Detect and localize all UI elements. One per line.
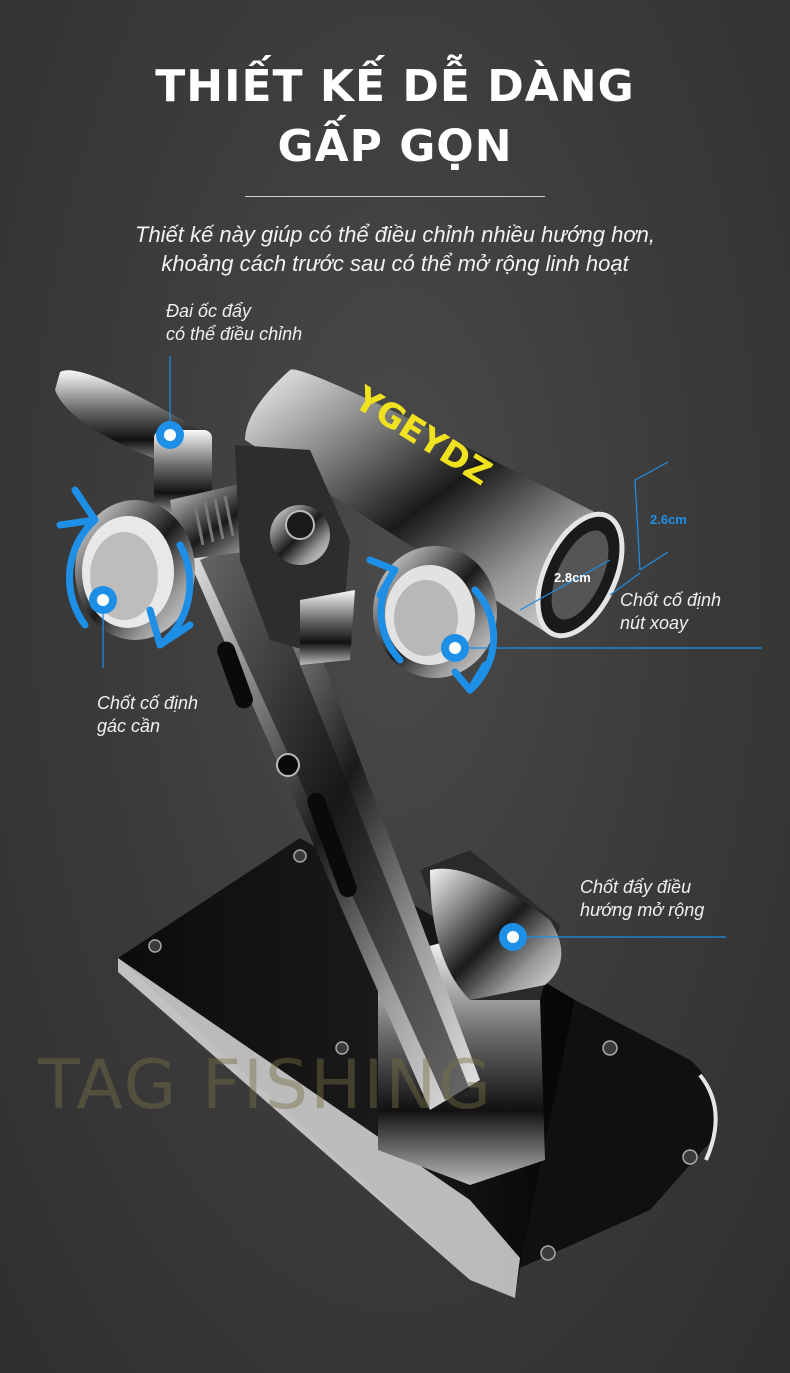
callout-knob-pin: Chốt cố định nút xoay [620, 589, 721, 635]
callout-rest-pin-line2: gác cần [97, 716, 161, 736]
callout-dots [89, 421, 527, 951]
subtitle-line2: khoảng cách trước sau có thể mở rộng lin… [161, 251, 629, 276]
subtitle-line1: Thiết kế này giúp có thể điều chỉnh nhiề… [135, 222, 655, 247]
clamp-block [235, 445, 355, 665]
dimension-height: 2.6cm [650, 512, 687, 527]
page-title-line1: THIẾT KẾ DỄ DÀNG [155, 61, 635, 112]
watermark: TAG FISHING [38, 1046, 493, 1125]
push-lever [430, 868, 562, 1000]
callout-nut-line2: có thể điều chỉnh [166, 324, 303, 344]
page-title-line2: GẤP GỌN [277, 121, 513, 172]
callout-push-pin: Chốt đẩy điều hướng mở rộng [580, 876, 704, 922]
callout-push-pin-line2: hướng mở rộng [580, 900, 705, 920]
rotation-arrows [56, 486, 498, 694]
callout-rest-pin: Chốt cố định gác cần [97, 692, 198, 738]
callout-knob-pin-line1: Chốt cố định [620, 590, 722, 610]
callout-nut-line1: Đai ốc đẩy [166, 301, 252, 321]
title-divider [245, 196, 545, 197]
callout-push-pin-line1: Chốt đẩy điều [580, 877, 692, 897]
dimension-diameter: 2.8cm [554, 570, 591, 585]
callout-knob-pin-line2: nút xoay [620, 613, 689, 633]
callout-nut: Đai ốc đẩy có thể điều chỉnh [166, 300, 302, 346]
callout-rest-pin-line1: Chốt cố định [97, 693, 199, 713]
main-arm [180, 520, 480, 1110]
